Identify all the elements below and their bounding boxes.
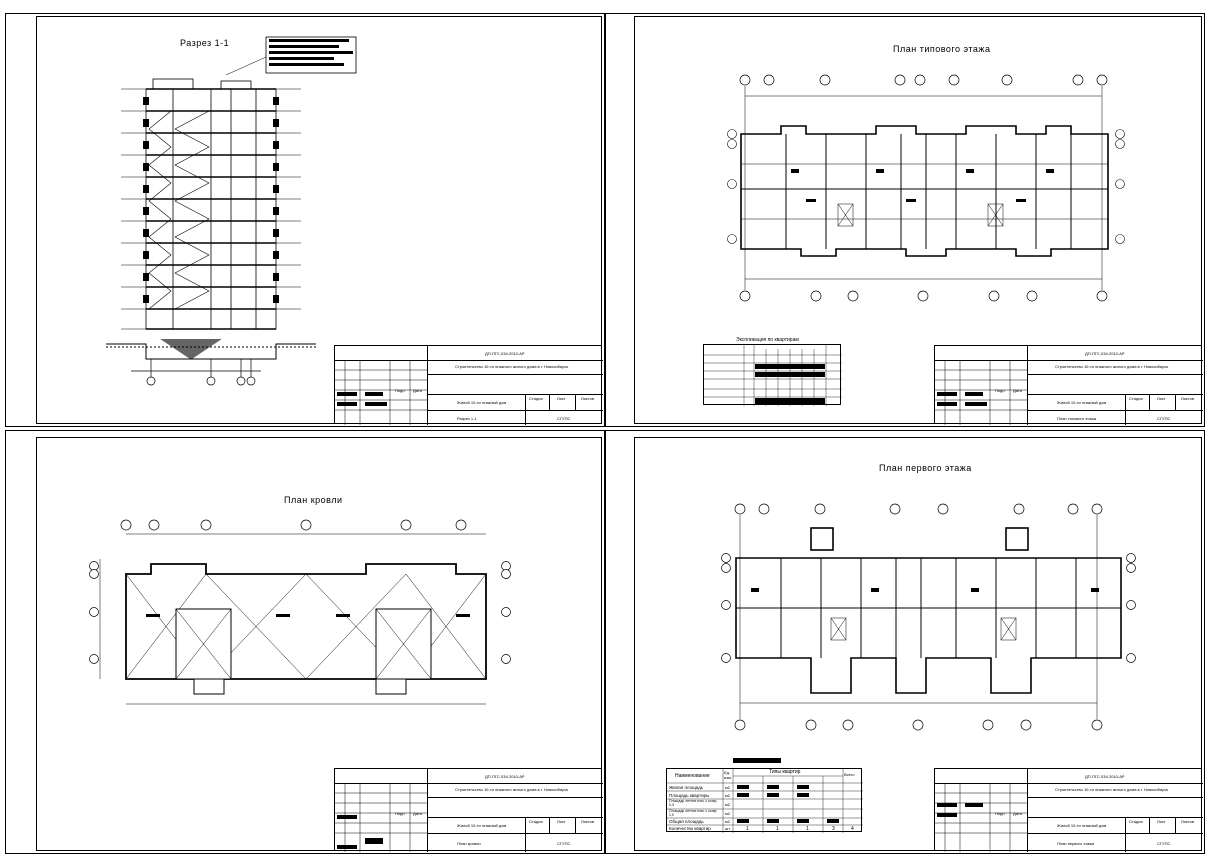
sheet-title: План кровли	[284, 495, 343, 505]
drawing-code: ДП-ПГС-034-2010-АР	[1085, 351, 1125, 356]
sign-label: Подп.	[995, 388, 1006, 393]
project-name: Строительство 10-ти этажного жилого дома…	[1055, 787, 1169, 792]
table-grid	[704, 345, 842, 406]
project-name: Строительство 10-ти этажного жилого дома…	[1055, 364, 1169, 369]
table-row-label: Площадь летних пом. с коэф. 0,3	[669, 799, 718, 807]
stage-label: Стадия	[529, 396, 543, 401]
date-label: Дата	[1013, 811, 1022, 816]
sheet-roof: План кровли	[5, 430, 605, 854]
building-section-drawing	[106, 78, 316, 386]
table-header-unit: Ед. изм.	[724, 770, 732, 780]
drawing-code: ДП-ПГС-034-2010-АР	[485, 351, 525, 356]
list-label: Лист	[557, 396, 566, 401]
table-row-label: Общая площадь	[669, 819, 704, 824]
table-row-unit: шт	[725, 826, 731, 831]
table-grid	[667, 769, 863, 833]
org-name: СГУПС	[557, 841, 571, 846]
sheet-title: План первого этажа	[879, 463, 972, 473]
table-count: 1	[746, 826, 749, 832]
ground-floor-plan	[721, 503, 1136, 731]
title-block: ДП-ПГС-034-2010-АР Строительство 10-ти э…	[934, 768, 1203, 852]
table-count: 1	[776, 826, 779, 832]
list-label: Лист	[557, 819, 566, 824]
table-header-total: Всего	[844, 772, 855, 777]
list-label: Лист	[1157, 819, 1166, 824]
lists-label: Листов	[581, 819, 594, 824]
table-row-label: Жилая площадь	[669, 785, 704, 790]
table-count: 1	[806, 826, 809, 832]
sheet-title: План типового этажа	[893, 44, 991, 54]
table-row-label: Площадь летних пом. с коэф. 1,0	[669, 809, 718, 817]
building-name: Жилой 10-ти этажный дом	[457, 400, 507, 405]
sheet-frame	[36, 437, 602, 851]
org-name: СГУПС	[1157, 416, 1171, 421]
title-block-grid	[335, 783, 427, 852]
sheet-title: Разрез 1-1	[180, 38, 230, 48]
drawing-code: ДП-ПГС-034-2010-АР	[485, 774, 525, 779]
org-name: СГУПС	[557, 416, 571, 421]
table-row-unit: м2	[725, 793, 730, 798]
title-block-grid	[335, 360, 427, 425]
sheet-name: План кровли	[457, 841, 481, 846]
stage-label: Стадия	[529, 819, 543, 824]
list-label: Лист	[1157, 396, 1166, 401]
table-header-types: Типы квартир	[769, 769, 801, 775]
building-name: Жилой 10-ти этажный дом	[1057, 400, 1107, 405]
apartment-table: Наименование Ед. изм. Типы квартир Всего…	[666, 768, 863, 833]
sheet-frame	[36, 16, 602, 424]
sheet-name: План первого этажа	[1057, 841, 1095, 846]
typical-floor-plan	[727, 74, 1125, 302]
lists-label: Листов	[1181, 396, 1194, 401]
table-row-unit: м2	[725, 802, 730, 807]
sign-label: Подп.	[995, 811, 1006, 816]
sheet-name: План типового этажа	[1057, 416, 1097, 421]
table-row-unit: м2	[725, 811, 730, 816]
date-label: Дата	[1013, 388, 1022, 393]
table-count: 4	[851, 826, 854, 832]
date-label: Дата	[413, 811, 422, 816]
lists-label: Листов	[581, 396, 594, 401]
table-count: 3	[832, 826, 835, 832]
table-caption-bar	[733, 758, 781, 763]
table-caption: Экспликация по квартирам	[736, 337, 799, 343]
project-name: Строительство 10-ти этажного жилого дома…	[455, 364, 569, 369]
table-header-name: Наименование	[675, 773, 710, 779]
title-block: ДП-ПГС-034-2010-АР Строительство 10-ти э…	[934, 345, 1203, 425]
table-row-unit: м2	[725, 785, 730, 790]
sheet-name: Разрез 1-1	[457, 416, 477, 421]
apartment-table-typical: Экспликация по квартирам	[703, 337, 842, 406]
legend-block	[225, 36, 357, 76]
sign-label: Подп.	[395, 811, 406, 816]
building-name: Жилой 10-ти этажный дом	[457, 823, 507, 828]
sign-label: Подп.	[395, 388, 406, 393]
org-name: СГУПС	[1157, 841, 1171, 846]
sheet-typical-floor: План типового этажа	[605, 13, 1205, 427]
stage-label: Стадия	[1129, 396, 1143, 401]
sheet-frame	[634, 16, 1202, 424]
stage-label: Стадия	[1129, 819, 1143, 824]
sheet-frame	[634, 437, 1202, 851]
table-row-unit: м2	[725, 819, 730, 824]
title-block: ДП-ПГС-034-2010-АР Строительство 10-ти э…	[334, 768, 603, 852]
title-block: ДП-ПГС-034-2010-АР Строительство 10-ти э…	[334, 345, 603, 425]
title-block-grid	[935, 783, 1027, 852]
table-row-label: Количество квартир	[669, 826, 711, 831]
building-name: Жилой 10-ти этажный дом	[1057, 823, 1107, 828]
lists-label: Листов	[1181, 819, 1194, 824]
project-name: Строительство 10-ти этажного жилого дома…	[455, 787, 569, 792]
title-block-grid	[935, 360, 1027, 425]
sheet-ground-floor: План первого этажа	[605, 430, 1205, 854]
drawing-code: ДП-ПГС-034-2010-АР	[1085, 774, 1125, 779]
table-row-label: Площадь квартиры	[669, 793, 710, 798]
sheet-section: Разрез 1-1	[5, 13, 605, 427]
date-label: Дата	[413, 388, 422, 393]
roof-plan	[89, 519, 511, 705]
